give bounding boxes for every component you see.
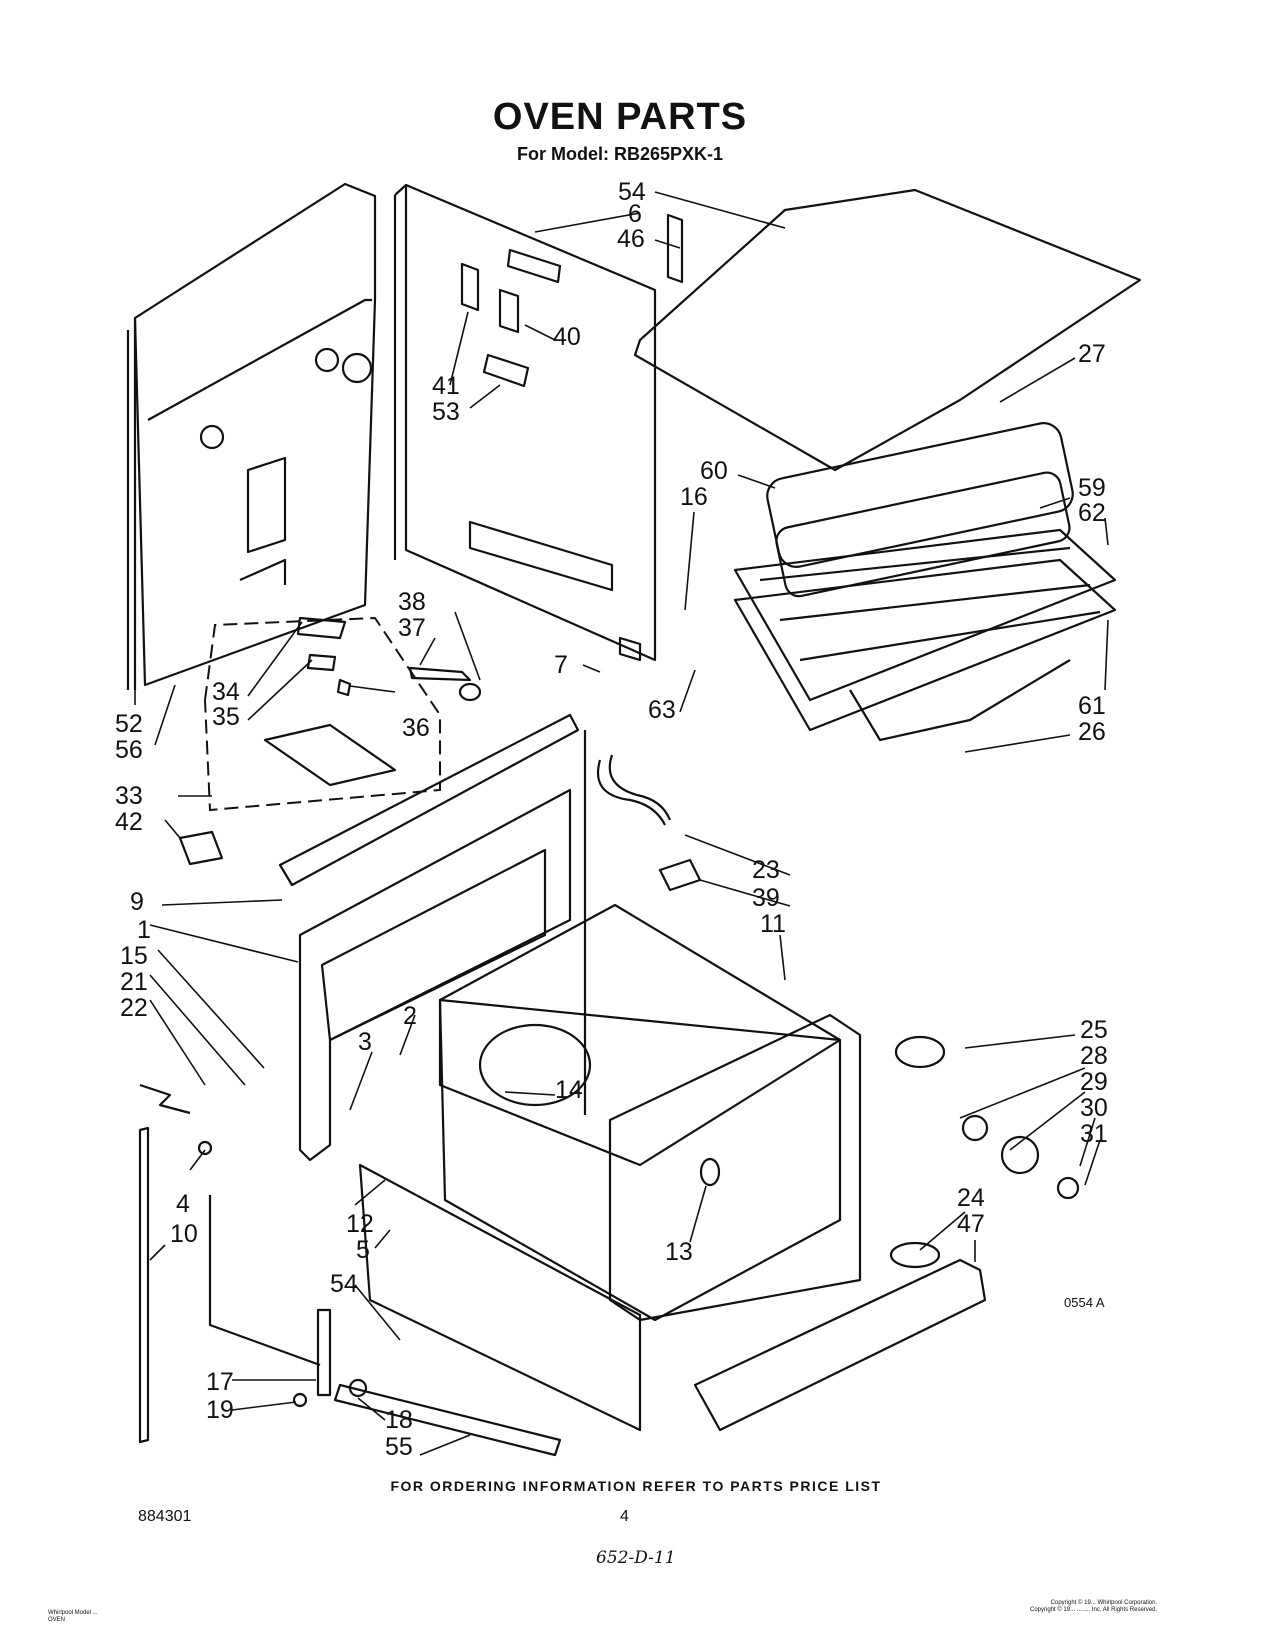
callout-56: 56 (115, 736, 143, 764)
callout-11: 11 (760, 910, 786, 938)
callout-54-bottom: 54 (330, 1270, 358, 1298)
callout-13: 13 (665, 1238, 693, 1266)
fine-print-left-line: OVEN (48, 1617, 66, 1623)
callout-59: 59 (1078, 474, 1106, 502)
side-panel-drawing (126, 182, 377, 690)
callout-35: 35 (212, 703, 240, 731)
fine-print-left-line: Whirlpool Model ... (48, 1610, 98, 1616)
callout-3: 3 (358, 1028, 372, 1056)
callout-37: 37 (398, 614, 426, 642)
illustration-code: 0554 A (1064, 1295, 1105, 1310)
callout-47: 47 (957, 1210, 985, 1238)
callout-60: 60 (700, 457, 728, 485)
callout-52: 52 (115, 710, 143, 738)
oven-top-drawing (633, 188, 1142, 472)
callout-46: 46 (617, 225, 645, 253)
callout-labels: 54 6 46 40 41 53 27 60 16 59 62 38 37 7 … (115, 178, 1108, 1461)
callout-42: 42 (115, 808, 143, 836)
callout-2: 2 (403, 1002, 417, 1030)
callout-31: 31 (1080, 1120, 1108, 1148)
callout-38: 38 (398, 588, 426, 616)
publication-number: 884301 (138, 1508, 192, 1525)
callout-27: 27 (1078, 340, 1106, 368)
callout-36: 36 (402, 714, 430, 742)
thermostat-group-drawing (178, 616, 482, 866)
callout-61: 61 (1078, 692, 1106, 720)
callout-21: 21 (120, 968, 148, 996)
handwritten-note: 652-D-11 (596, 1548, 676, 1568)
fine-print-left: Whirlpool Model ... OVEN (48, 1610, 98, 1624)
callout-28: 28 (1080, 1042, 1108, 1070)
callout-10: 10 (170, 1220, 198, 1248)
callout-34: 34 (212, 678, 240, 706)
fine-print-right-line: Copyright © 19... Whirlpool Corporation. (1050, 1600, 1158, 1606)
callout-24: 24 (957, 1184, 985, 1212)
hinge-drawing (138, 1083, 368, 1444)
front-frame-drawing (278, 713, 702, 1162)
fine-print-right-line: Copyright © 19... ........ Inc. All Righ… (1030, 1607, 1158, 1613)
callout-17: 17 (206, 1368, 234, 1396)
callout-14: 14 (555, 1076, 583, 1104)
callout-9: 9 (130, 888, 144, 916)
racks-drawing (733, 422, 1117, 742)
callout-40: 40 (553, 323, 581, 351)
callout-22: 22 (120, 994, 148, 1022)
ordering-note: FOR ORDERING INFORMATION REFER TO PARTS … (390, 1478, 882, 1494)
page-number: 4 (620, 1508, 629, 1525)
model-subtitle: For Model: RB265PXK-1 (516, 144, 724, 164)
callout-12: 12 (346, 1210, 374, 1238)
callout-63: 63 (648, 696, 676, 724)
callout-25: 25 (1080, 1016, 1108, 1044)
callout-18: 18 (385, 1406, 413, 1434)
callout-19: 19 (206, 1396, 234, 1424)
back-panel-drawing (393, 183, 684, 662)
oven-cavity-drawing (333, 903, 987, 1457)
callout-30: 30 (1080, 1094, 1108, 1122)
leader-lines (134, 191, 1109, 1456)
callout-16: 16 (680, 483, 708, 511)
callout-41: 41 (432, 372, 460, 400)
page-title: OVEN PARTS (492, 96, 748, 138)
callout-54-top: 54 (618, 178, 646, 206)
callout-1: 1 (137, 916, 151, 944)
callout-62: 62 (1078, 499, 1106, 527)
callout-15: 15 (120, 942, 148, 970)
callout-7: 7 (554, 651, 568, 679)
fine-print-right: Copyright © 19... Whirlpool Corporation.… (1030, 1600, 1157, 1614)
callout-33: 33 (115, 782, 143, 810)
callout-6: 6 (628, 200, 642, 228)
light-assembly-drawing (889, 1035, 1080, 1269)
callout-4: 4 (176, 1190, 190, 1218)
callout-5: 5 (356, 1236, 370, 1264)
callout-39: 39 (752, 884, 780, 912)
callout-26: 26 (1078, 718, 1106, 746)
callout-29: 29 (1080, 1068, 1108, 1096)
callout-53: 53 (432, 398, 460, 426)
callout-55: 55 (385, 1433, 413, 1461)
callout-23: 23 (752, 856, 780, 884)
